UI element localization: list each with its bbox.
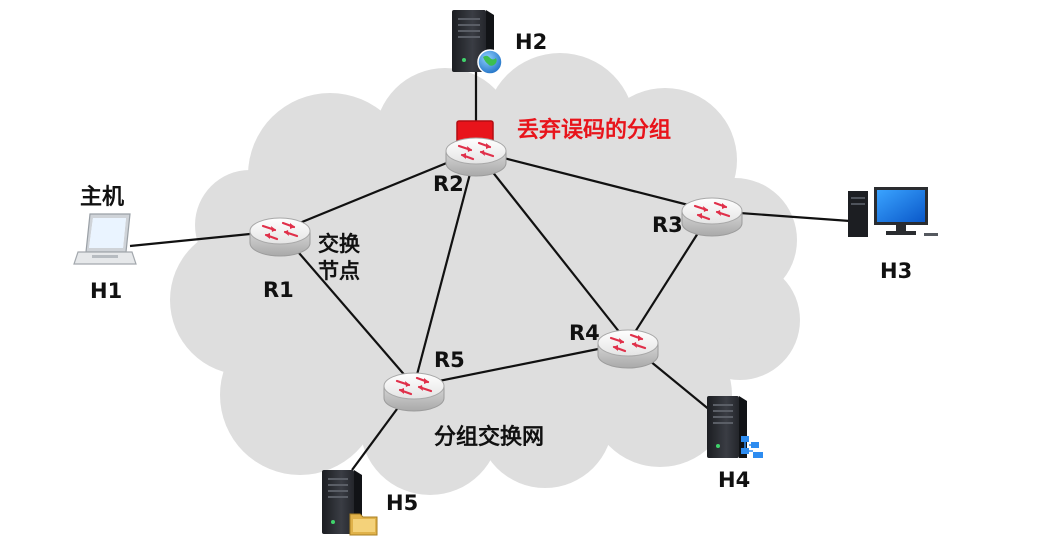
link-r1-r2 bbox=[279, 149, 477, 233]
switch-node-label-line1: 交换 bbox=[318, 232, 361, 256]
link-r2-r3 bbox=[475, 149, 713, 213]
link-r1-r5 bbox=[279, 230, 415, 387]
router-r3-icon[interactable] bbox=[681, 197, 743, 237]
link-r2-r5 bbox=[412, 150, 478, 387]
laptop-icon[interactable] bbox=[73, 213, 137, 265]
host-h4-label: H4 bbox=[718, 468, 750, 492]
link-r4-r5 bbox=[413, 341, 629, 388]
host-h1-caption: 主机 bbox=[80, 185, 124, 210]
router-r5-icon[interactable] bbox=[383, 372, 445, 412]
router-r3-label: R3 bbox=[652, 213, 683, 237]
routers-layer bbox=[249, 137, 743, 412]
host-h1-label: H1 bbox=[90, 279, 122, 303]
link-r2-r4 bbox=[475, 150, 629, 344]
host-h3-label: H3 bbox=[880, 259, 912, 283]
router-r1-icon[interactable] bbox=[249, 217, 311, 257]
router-r5-label: R5 bbox=[434, 348, 465, 372]
switch-node-label-line2: 节点 bbox=[318, 259, 360, 283]
desktop-pc-icon[interactable] bbox=[848, 187, 938, 237]
server-folder-icon[interactable] bbox=[322, 470, 378, 536]
discard-error-label: 丢弃误码的分组 bbox=[517, 117, 671, 143]
host-h2-label: H2 bbox=[515, 30, 547, 54]
labels-layer: 主机 H1 H2 H3 H4 H5 R1 R2 R3 R4 R5 交换 节点 丢… bbox=[80, 30, 912, 515]
router-r2-icon[interactable] bbox=[445, 137, 507, 177]
router-r2-label: R2 bbox=[433, 172, 464, 196]
router-r4-icon[interactable] bbox=[597, 329, 659, 369]
server-globe-icon[interactable] bbox=[452, 10, 503, 75]
router-r1-label: R1 bbox=[263, 278, 294, 302]
router-r4-label: R4 bbox=[569, 321, 600, 345]
server-network-icon[interactable] bbox=[707, 396, 763, 458]
network-name-label: 分组交换网 bbox=[434, 424, 544, 450]
hosts-layer bbox=[73, 10, 938, 536]
host-h5-label: H5 bbox=[386, 491, 418, 515]
